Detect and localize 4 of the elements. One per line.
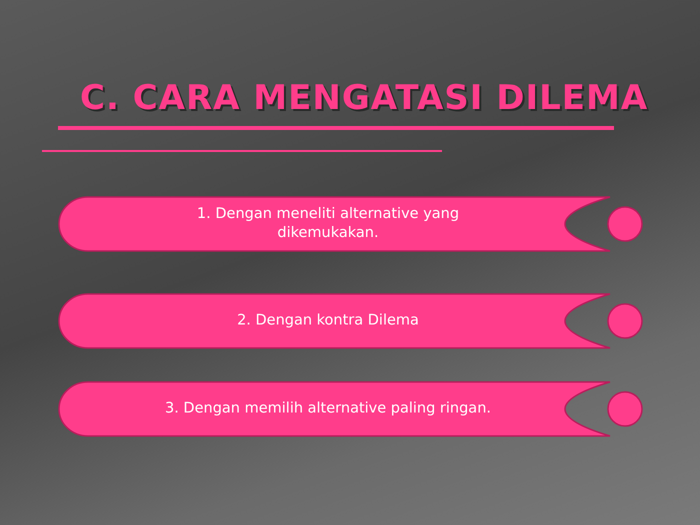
list-item-text: 2. Dengan kontra Dilema	[236, 312, 420, 330]
list-item-text: 3. Dengan memilih alternative paling ringan.	[164, 400, 492, 418]
slide-title: C. CARA MENGATASI DILEMA	[80, 78, 648, 118]
list-item-text: 1. Dengan meneliti alternative yang dikemukakan.	[196, 205, 460, 243]
